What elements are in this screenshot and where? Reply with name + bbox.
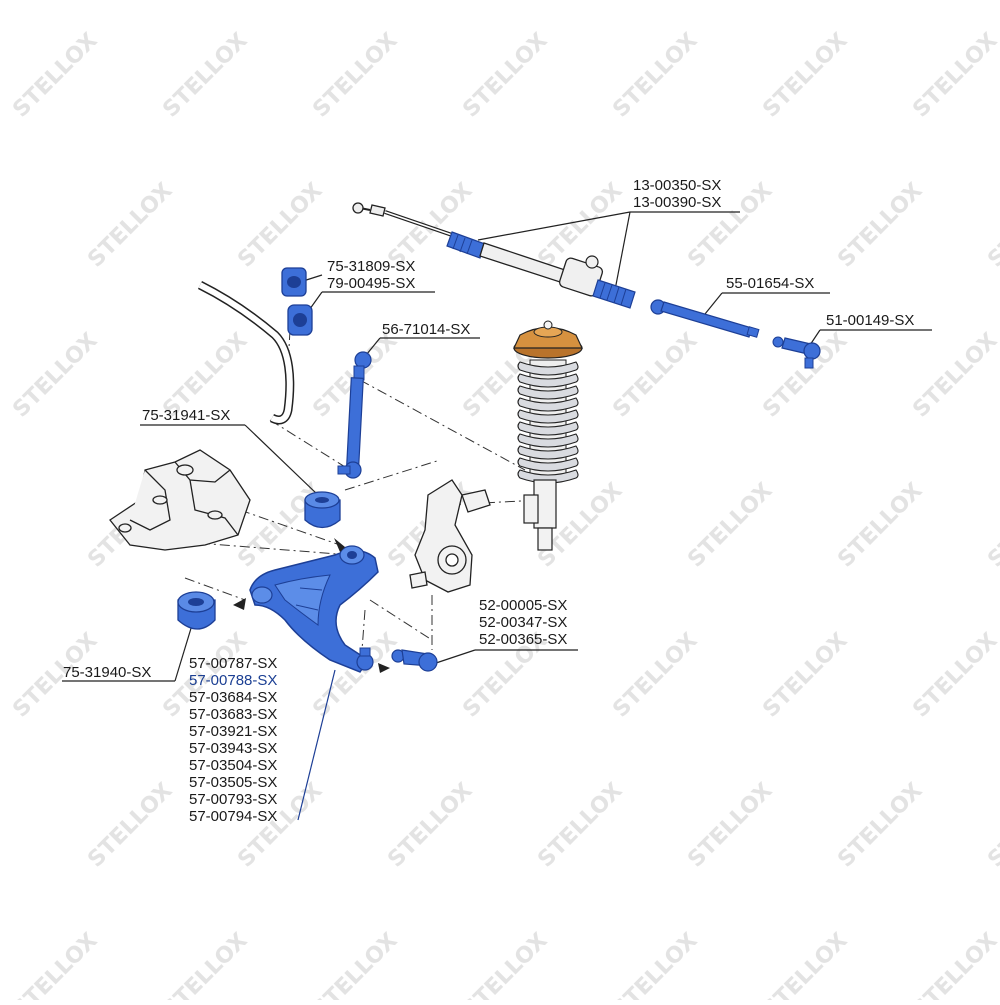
label-bush-rear[interactable]: 75-31941-SX bbox=[142, 407, 231, 424]
ball-joint-arm bbox=[356, 647, 374, 671]
watermark-text: STELLOX bbox=[383, 778, 477, 872]
watermark-text: STELLOX bbox=[83, 178, 177, 272]
watermark-text: STELLOX bbox=[833, 178, 927, 272]
watermark-text: STELLOX bbox=[83, 778, 177, 872]
stabilizer-bushes bbox=[281, 267, 313, 336]
label-control-arm-7[interactable]: 57-03505-SX bbox=[189, 774, 278, 791]
watermark-text: STELLOX bbox=[833, 778, 927, 872]
spring-coil bbox=[517, 469, 579, 484]
watermark-text: STELLOX bbox=[908, 328, 1000, 422]
label-ball-joint-0[interactable]: 52-00005-SX bbox=[479, 597, 568, 614]
watermark-text: STELLOX bbox=[983, 478, 1000, 572]
watermark-text: STELLOX bbox=[8, 928, 102, 1000]
label-control-arm-5[interactable]: 57-03943-SX bbox=[189, 740, 278, 757]
watermark-text: STELLOX bbox=[533, 178, 627, 272]
watermark-text: STELLOX bbox=[683, 778, 777, 872]
spring-coil bbox=[517, 361, 579, 376]
label-ball-joint-1[interactable]: 52-00347-SX bbox=[479, 614, 568, 631]
strut-assembly bbox=[513, 320, 583, 551]
watermark-text: STELLOX bbox=[608, 328, 702, 422]
watermark-text: STELLOX bbox=[308, 28, 402, 122]
label-control-arm-9[interactable]: 57-00794-SX bbox=[189, 808, 278, 825]
label-control-arm-8[interactable]: 57-00793-SX bbox=[189, 791, 278, 808]
subframe bbox=[109, 449, 251, 551]
label-bush-front[interactable]: 75-31940-SX bbox=[63, 664, 152, 681]
label-stab-bush-b[interactable]: 79-00495-SX bbox=[327, 275, 416, 292]
watermark-text: STELLOX bbox=[683, 478, 777, 572]
label-tie-rod-end[interactable]: 51-00149-SX bbox=[826, 312, 915, 329]
rear-bush bbox=[304, 491, 341, 529]
label-rack-b[interactable]: 13-00390-SX bbox=[633, 194, 722, 211]
spring-coil bbox=[517, 445, 579, 460]
watermark-text: STELLOX bbox=[158, 28, 252, 122]
label-ball-joint-2[interactable]: 52-00365-SX bbox=[479, 631, 568, 648]
rack-boot-right bbox=[592, 279, 636, 309]
watermark-text: STELLOX bbox=[158, 928, 252, 1000]
label-control-arm-3[interactable]: 57-03683-SX bbox=[189, 706, 278, 723]
rack-boot-left bbox=[446, 231, 486, 259]
spring-coil bbox=[517, 421, 579, 436]
watermark-text: STELLOX bbox=[983, 778, 1000, 872]
spring-coil bbox=[517, 457, 579, 472]
label-stab-link[interactable]: 56-71014-SX bbox=[382, 321, 471, 338]
label-control-arm-4[interactable]: 57-03921-SX bbox=[189, 723, 278, 740]
stab-bush-label-stack: 75-31809-SX 79-00495-SX bbox=[327, 258, 415, 292]
watermark-text: STELLOX bbox=[758, 928, 852, 1000]
steering-rack bbox=[352, 202, 636, 309]
steering-knuckle bbox=[409, 479, 491, 593]
coil-spring bbox=[517, 359, 579, 484]
rack-label-stack: 13-00350-SX 13-00390-SX bbox=[633, 177, 721, 211]
spring-coil bbox=[517, 385, 579, 400]
watermark-text: STELLOX bbox=[458, 28, 552, 122]
label-tie-rod[interactable]: 55-01654-SX bbox=[726, 275, 815, 292]
watermark-text: STELLOX bbox=[608, 28, 702, 122]
ball-joint bbox=[391, 649, 438, 672]
watermark-text: STELLOX bbox=[608, 628, 702, 722]
watermark-text: STELLOX bbox=[458, 928, 552, 1000]
watermark-text: STELLOX bbox=[983, 178, 1000, 272]
watermark-text: STELLOX bbox=[308, 928, 402, 1000]
label-control-arm-6[interactable]: 57-03504-SX bbox=[189, 757, 278, 774]
spring-coil bbox=[517, 433, 579, 448]
watermark-text: STELLOX bbox=[8, 28, 102, 122]
spring-coil bbox=[517, 409, 579, 424]
watermark-text: STELLOX bbox=[533, 778, 627, 872]
watermark-text: STELLOX bbox=[8, 328, 102, 422]
watermark-text: STELLOX bbox=[908, 628, 1000, 722]
watermark-text: STELLOX bbox=[758, 28, 852, 122]
label-control-arm-2[interactable]: 57-03684-SX bbox=[189, 689, 278, 706]
tie-rod bbox=[650, 299, 760, 338]
spring-coil bbox=[517, 397, 579, 412]
label-control-arm-1[interactable]: 57-00788-SX bbox=[189, 672, 278, 689]
tie-rod-end bbox=[772, 336, 821, 369]
watermark-text: STELLOX bbox=[908, 28, 1000, 122]
front-bush bbox=[177, 591, 216, 630]
watermark-text: STELLOX bbox=[908, 928, 1000, 1000]
stabilizer-link bbox=[337, 351, 372, 479]
control-arm bbox=[249, 545, 379, 673]
watermark-text: STELLOX bbox=[833, 478, 927, 572]
stabilizer-bar bbox=[197, 280, 295, 425]
watermark-text: STELLOX bbox=[233, 178, 327, 272]
label-control-arm-0[interactable]: 57-00787-SX bbox=[189, 655, 278, 672]
label-stab-bush-a[interactable]: 75-31809-SX bbox=[327, 258, 416, 275]
watermark-text: STELLOX bbox=[758, 628, 852, 722]
strut-top-mount bbox=[513, 320, 583, 359]
label-rack-a[interactable]: 13-00350-SX bbox=[633, 177, 722, 194]
assembly-arrows bbox=[233, 538, 390, 673]
watermark-text: STELLOX bbox=[608, 928, 702, 1000]
spring-coil bbox=[517, 373, 579, 388]
